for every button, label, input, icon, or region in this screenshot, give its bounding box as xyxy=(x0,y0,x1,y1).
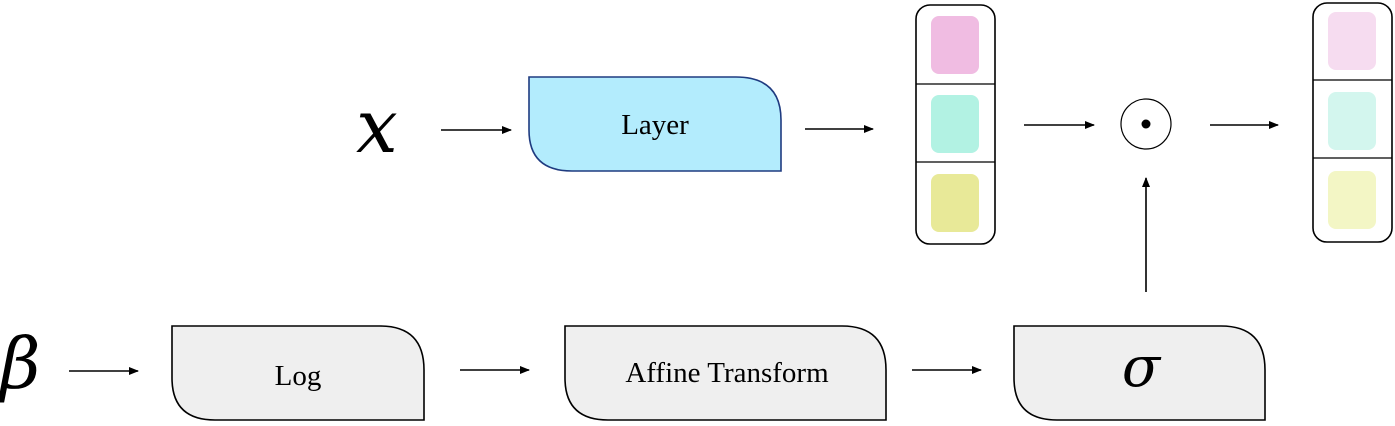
x-input-symbol: x xyxy=(356,84,398,170)
hadamard-product-operator xyxy=(1120,98,1172,150)
right-vector-cell-3 xyxy=(1328,171,1376,229)
right-vector-cell-1 xyxy=(1328,12,1376,70)
layer-block xyxy=(528,76,782,172)
sigma-block xyxy=(1013,325,1266,421)
left-vector-cell-2 xyxy=(931,95,979,153)
affine-transform-block xyxy=(564,325,887,421)
sigma-label: σ xyxy=(1122,335,1162,400)
left-vector-cell-3 xyxy=(931,174,979,232)
beta-input-symbol: β xyxy=(0,323,40,405)
layer-label: Layer xyxy=(621,109,689,141)
right-vector-cell-2 xyxy=(1328,92,1376,150)
left-vector-cell-1 xyxy=(931,16,979,74)
right-output-vector xyxy=(1312,2,1393,243)
left-feature-vector xyxy=(915,4,996,245)
log-label: Log xyxy=(275,360,322,392)
affine-transform-label: Affine Transform xyxy=(625,357,829,389)
log-block xyxy=(171,325,425,421)
